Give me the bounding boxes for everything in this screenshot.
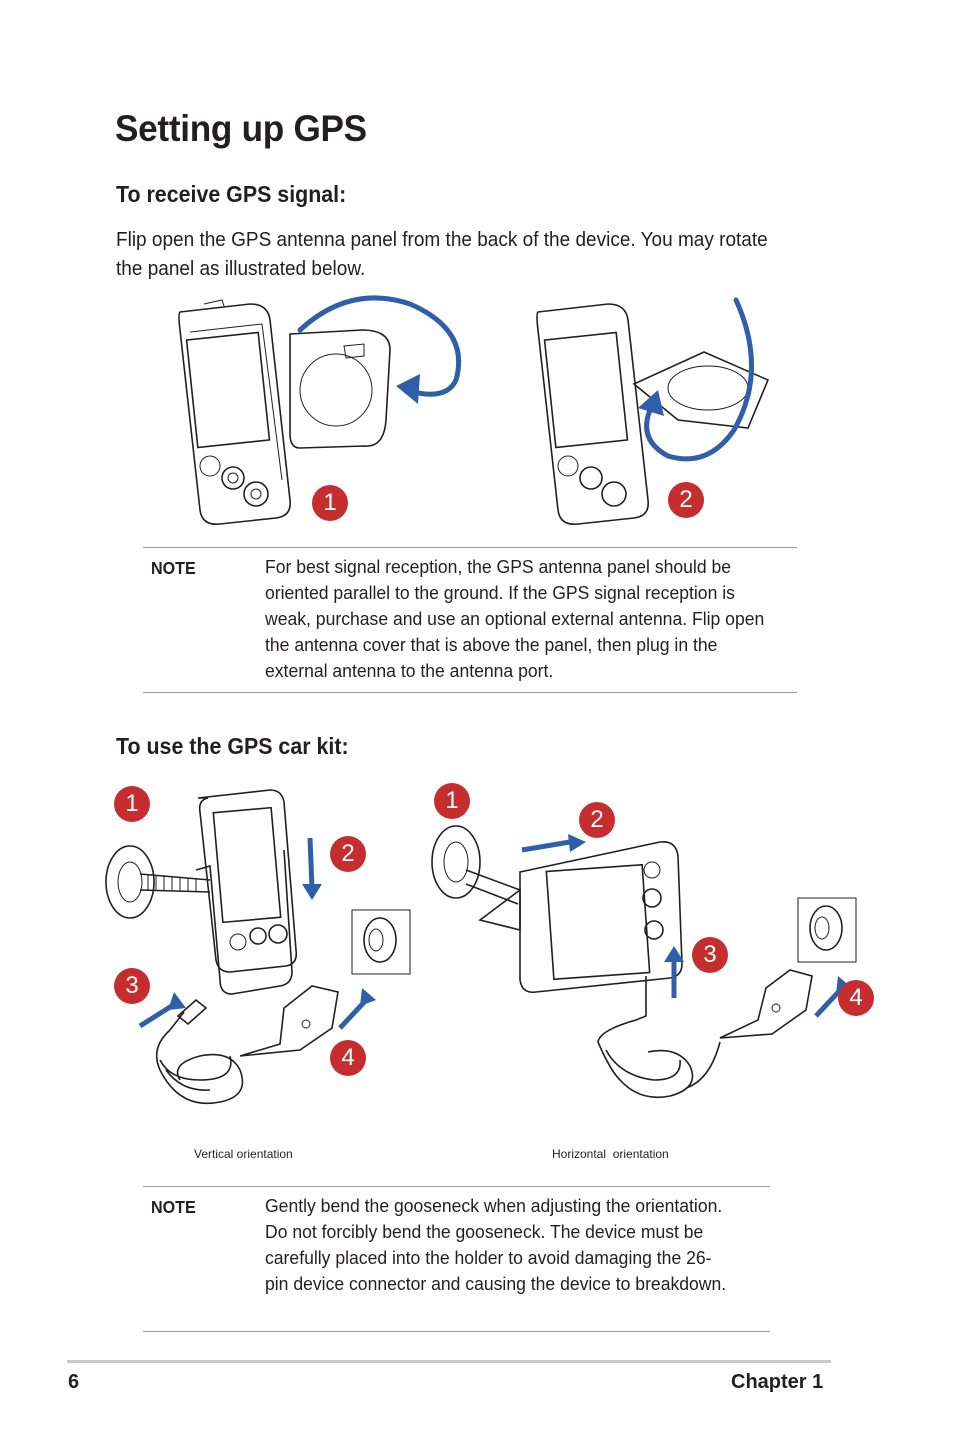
- horizontal-step-badge-4: 4: [838, 980, 874, 1016]
- step-badge-1: 1: [312, 485, 348, 521]
- note-gooseneck: NOTE Gently bend the gooseneck when adju…: [143, 1186, 770, 1332]
- horizontal-step-badge-2: 2: [579, 802, 615, 838]
- figure-car-kit: [100, 780, 890, 1130]
- page-number: 6: [68, 1371, 80, 1393]
- caption-vertical-orientation: Vertical orientation: [194, 1147, 293, 1161]
- horizontal-step-badge-1: 1: [434, 783, 470, 819]
- note-label: NOTE: [151, 1197, 196, 1217]
- section-heading-receive-gps: To receive GPS signal:: [116, 181, 347, 207]
- car-kit-illustration: [105, 789, 857, 1104]
- caption-horizontal-orientation: Horizontal orientation: [552, 1147, 669, 1161]
- vertical-step-badge-1: 1: [114, 786, 150, 822]
- note-text: For best signal reception, the GPS anten…: [265, 556, 765, 681]
- vertical-step-badge-3: 3: [114, 968, 150, 1004]
- note-text: Gently bend the gooseneck when adjusting…: [265, 1195, 727, 1294]
- vertical-kit: [105, 789, 411, 1104]
- device-right: [536, 297, 770, 526]
- footer-rule: [67, 1360, 831, 1363]
- note-signal-reception: NOTE For best signal reception, the GPS …: [143, 547, 797, 693]
- page-title: Setting up GPS: [115, 108, 367, 149]
- horizontal-kit: [431, 825, 857, 1099]
- antenna-rotation-illustration: [178, 295, 770, 526]
- section-heading-car-kit: To use the GPS car kit:: [116, 733, 349, 759]
- figure-antenna-rotation: [150, 290, 790, 530]
- section-intro-paragraph: Flip open the GPS antenna panel from the…: [116, 229, 768, 280]
- vertical-step-badge-4: 4: [330, 1040, 366, 1076]
- chapter-label: Chapter 1: [731, 1371, 824, 1393]
- note-label: NOTE: [151, 558, 196, 578]
- step-badge-2: 2: [668, 482, 704, 518]
- horizontal-step-badge-3: 3: [692, 937, 728, 973]
- vertical-step-badge-2: 2: [330, 836, 366, 872]
- device-left: [178, 295, 462, 526]
